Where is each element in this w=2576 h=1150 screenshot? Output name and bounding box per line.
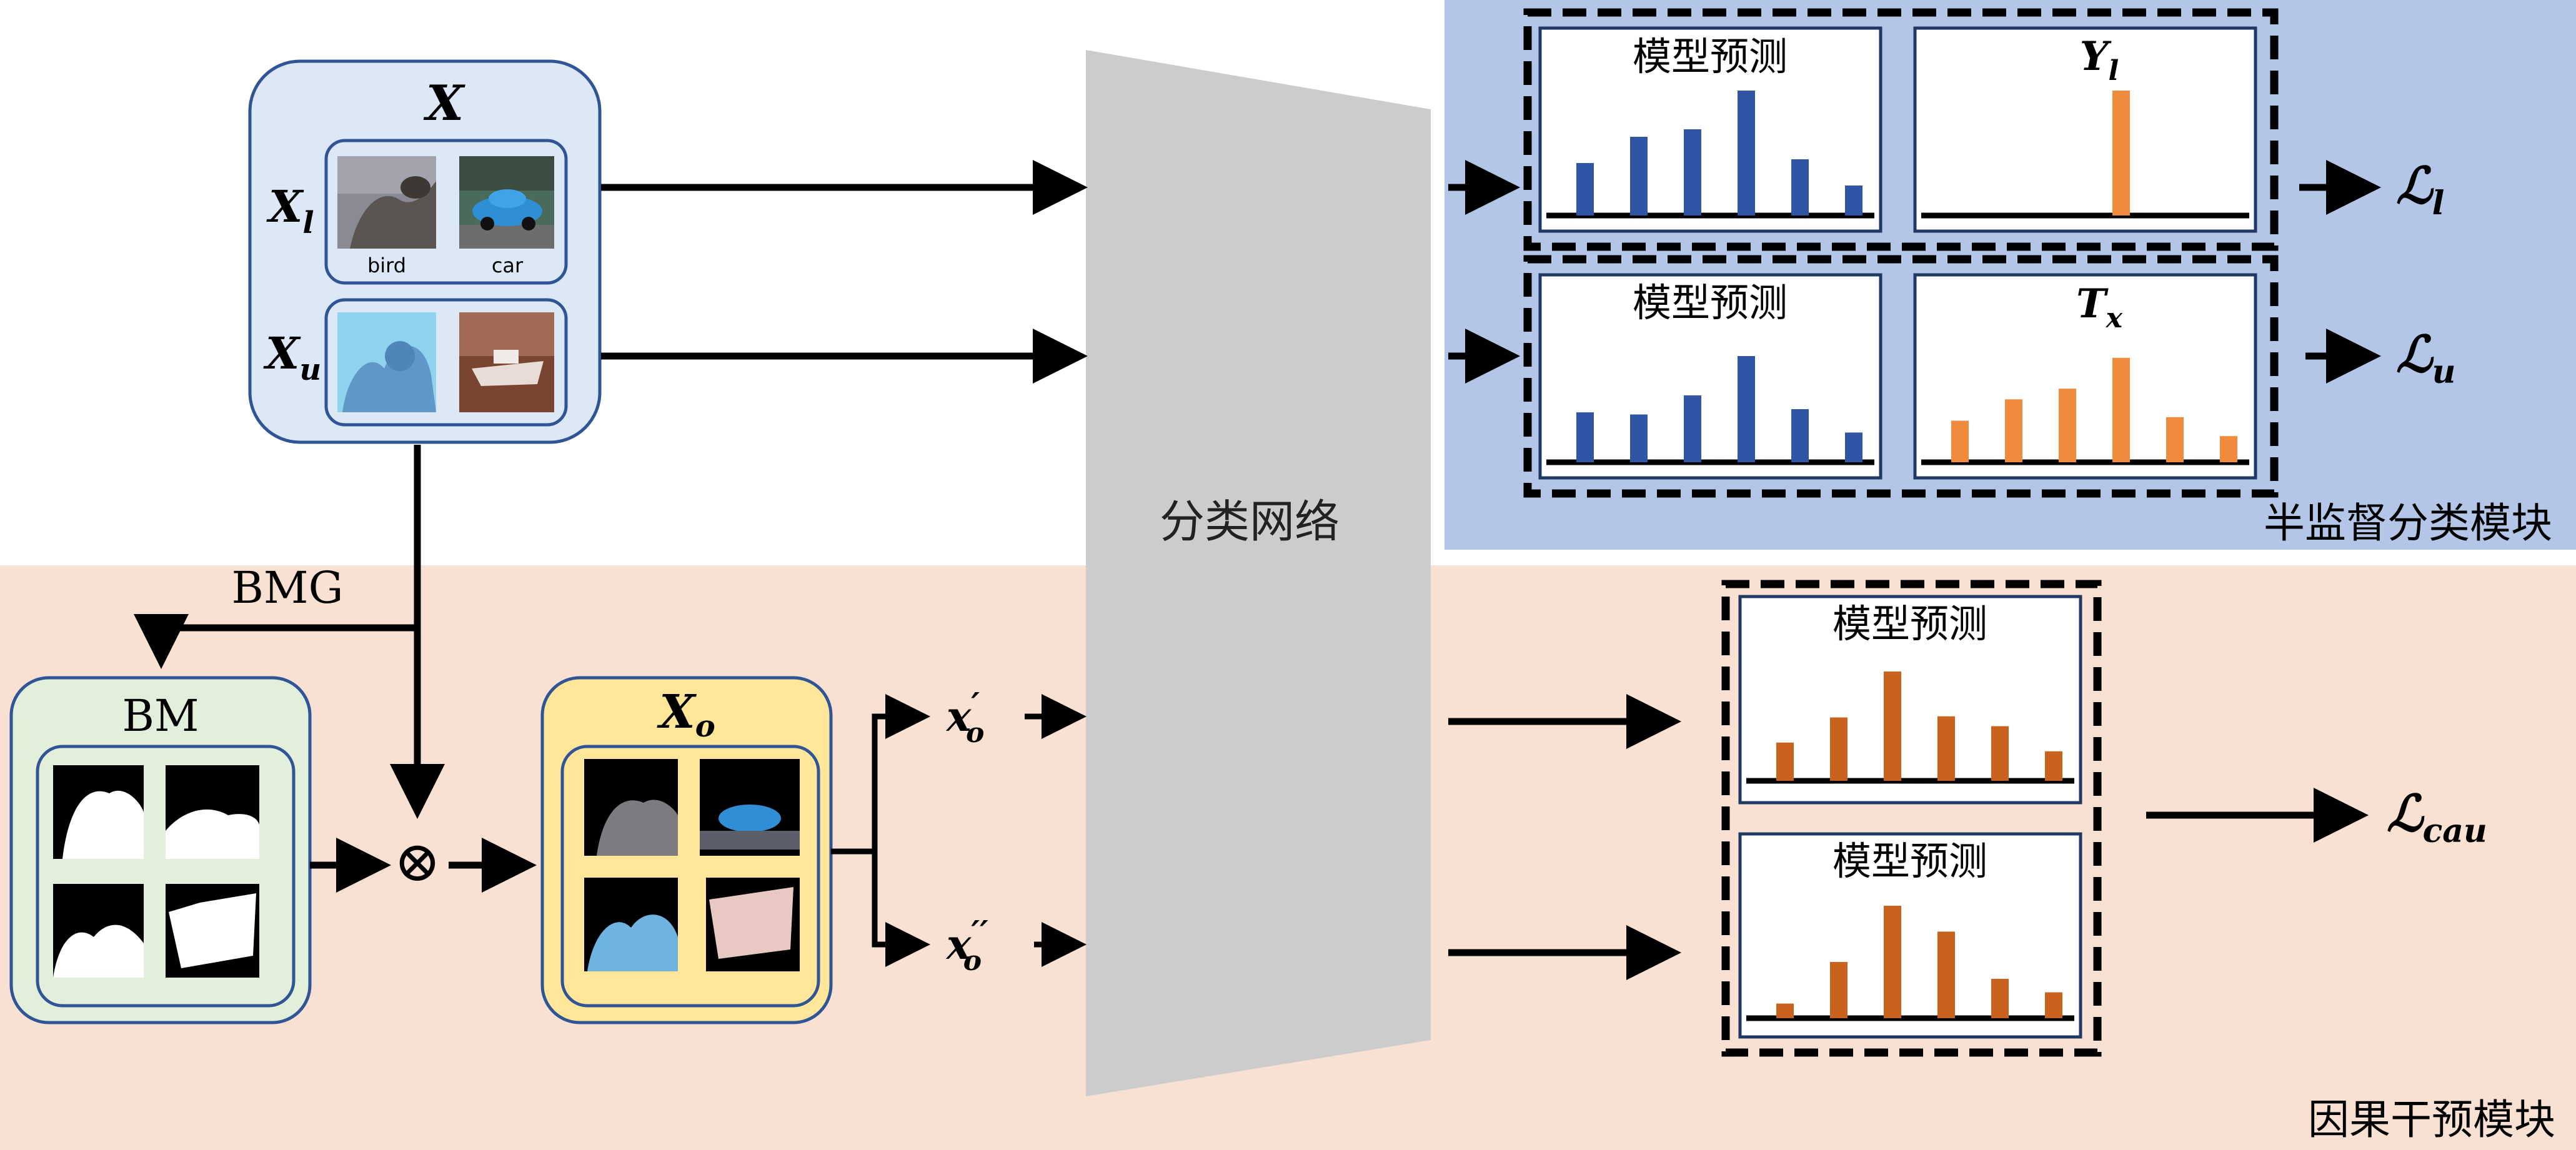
loss-u-label: ℒu — [2396, 325, 2455, 391]
arrow-bmg — [134, 614, 417, 669]
xo-branch2-label: x′′o — [945, 914, 988, 977]
causal-pred-chart-2-frame — [1738, 832, 2082, 1039]
semi-pred-1-bar-5 — [1791, 159, 1809, 216]
cat-image — [337, 312, 436, 412]
bird-image — [337, 156, 436, 249]
boat-image — [459, 312, 554, 412]
causal-pred-1-bar-3 — [1884, 672, 1901, 781]
causal-pred-2-bar-2 — [1830, 962, 1847, 1018]
target-tx-bar-4 — [2112, 357, 2130, 462]
target-tx-bar-2 — [2005, 399, 2022, 462]
xo-title: Xo — [657, 685, 715, 744]
bird-caption: bird — [367, 254, 406, 277]
multiply-operator: ⊗ — [394, 829, 440, 895]
semi-pred-chart-2-frame — [1538, 273, 1882, 480]
causal-pred-2-bar-6 — [2045, 992, 2062, 1018]
causal-pred-2-bar-1 — [1776, 1003, 1794, 1018]
causal-pred-1-bar-5 — [1991, 726, 2009, 781]
bm-masks-frame — [36, 745, 296, 1008]
semi-pred-chart-2-title: 模型预测 — [1633, 280, 1788, 325]
xo-image-2 — [700, 759, 800, 856]
semi-pred-chart-1-frame — [1538, 26, 1882, 233]
xo-image-4 — [706, 878, 800, 971]
xo-image-1 — [584, 759, 678, 856]
causal-pred-1-bar-4 — [1937, 716, 1955, 781]
semi-pred-1-bar-1 — [1576, 163, 1594, 216]
label-yl-bar-4 — [2112, 91, 2130, 216]
target-tx-chart-title: Tx — [2076, 280, 2123, 334]
bm-mask-3 — [53, 884, 144, 978]
unlabeled-x-label: Xu — [263, 327, 321, 387]
causal-pred-1-bar-6 — [2045, 751, 2062, 781]
semi-pred-2-bar-2 — [1630, 414, 1648, 462]
label-yl-chart-frame — [1913, 26, 2257, 233]
semi-pred-1-bar-4 — [1738, 91, 1755, 216]
causal-pred-2-bar-5 — [1991, 979, 2009, 1018]
causal-pred-1-bar-2 — [1830, 717, 1847, 781]
semi-pred-2-bar-4 — [1738, 356, 1755, 462]
classification-network — [1086, 50, 1431, 1096]
causal-pred-2-bar-4 — [1937, 931, 1955, 1018]
xo-image-3 — [584, 878, 678, 971]
label-yl-chart-title: Yl — [2080, 33, 2119, 87]
semi-pred-2-bar-6 — [1845, 432, 1862, 462]
target-tx-bar-5 — [2166, 417, 2184, 462]
bmg-label: BMG — [231, 562, 343, 613]
xo-branch1-label: x′o — [945, 686, 984, 749]
loss-cau-label: ℒcau — [2387, 784, 2487, 850]
semi-pred-1-bar-2 — [1630, 137, 1648, 216]
causal-pred-2-bar-3 — [1884, 906, 1901, 1018]
causal-pred-chart-1-title: 模型预测 — [1833, 601, 1987, 647]
semi-pred-1-bar-3 — [1684, 129, 1701, 216]
car-caption: car — [492, 254, 524, 277]
bm-mask-1 — [53, 765, 144, 859]
unlabeled-images-frame — [324, 298, 568, 427]
semi-pred-2-bar-1 — [1576, 412, 1594, 462]
arrow-xo-branch2 — [872, 851, 930, 967]
bm-mask-4 — [166, 884, 259, 978]
input-x-title: X — [423, 75, 466, 132]
bar-charts — [1546, 91, 2249, 1021]
bm-mask-2 — [166, 765, 259, 859]
car-image — [459, 156, 554, 249]
target-tx-chart-frame — [1913, 273, 2257, 480]
semi-pred-chart-1-title: 模型预测 — [1633, 34, 1788, 79]
loss-l-label: ℒl — [2396, 156, 2444, 222]
semi-dashed-group-2 — [1523, 255, 2279, 498]
network-label: 分类网络 — [1160, 495, 1340, 548]
labeled-x-label: Xl — [266, 181, 314, 240]
semi-pred-2-bar-3 — [1684, 395, 1701, 462]
semi-dashed-group-1 — [1523, 8, 2279, 251]
causal-module-label: 因果干预模块 — [2308, 1096, 2555, 1144]
target-tx-bar-6 — [2220, 436, 2237, 462]
bm-title: BM — [122, 690, 199, 741]
semi-pred-2-bar-5 — [1791, 409, 1809, 462]
arrow-xo-branch1 — [831, 694, 930, 855]
labeled-images-frame — [324, 139, 568, 285]
semi-module-label: 半监督分类模块 — [2264, 499, 2552, 547]
semi-pred-1-bar-6 — [1845, 186, 1862, 216]
target-tx-bar-3 — [2059, 389, 2076, 462]
causal-pred-1-bar-1 — [1776, 742, 1794, 781]
causal-pred-chart-1-frame — [1738, 595, 2082, 805]
target-tx-bar-1 — [1951, 420, 1969, 462]
causal-dashed-group — [1721, 580, 2102, 1057]
xo-images-frame — [560, 745, 820, 1008]
causal-pred-chart-2-title: 模型预测 — [1833, 838, 1987, 884]
